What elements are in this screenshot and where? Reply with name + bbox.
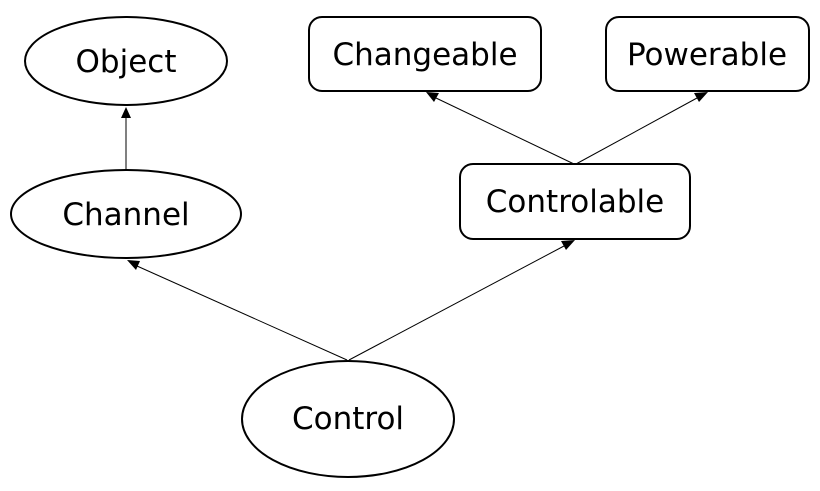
node-object: Object (24, 16, 228, 106)
node-changeable-label: Changeable (332, 37, 517, 73)
arrow-head-object (121, 107, 131, 118)
edge-control-to-controlable (348, 245, 565, 361)
node-object-shape (24, 16, 228, 106)
node-powerable-shape (605, 16, 810, 92)
arrow-head-channel (127, 260, 140, 270)
arrow-head-powerable (694, 92, 708, 102)
edge-controlable-to-changeable (435, 97, 575, 165)
edges (121, 92, 708, 361)
node-object-label: Object (76, 44, 177, 80)
node-controlable-shape (459, 163, 691, 240)
node-controlable-label: Controlable (486, 184, 664, 220)
node-changeable-shape (308, 16, 542, 92)
edge-control-to-channel (136, 265, 348, 361)
node-channel: Channel (10, 169, 242, 259)
node-control-label: Control (292, 401, 404, 437)
node-channel-shape (10, 169, 242, 259)
node-powerable-label: Powerable (627, 37, 787, 73)
node-channel-label: Channel (62, 197, 189, 233)
node-powerable: Powerable (605, 16, 810, 92)
arrow-head-controlable (561, 240, 575, 250)
arrow-head-changeable (426, 92, 439, 102)
node-controlable: Controlable (459, 163, 691, 240)
node-control: Control (241, 360, 455, 478)
edge-controlable-to-powerable (575, 97, 698, 165)
node-changeable: Changeable (308, 16, 542, 92)
node-control-shape (241, 360, 455, 478)
